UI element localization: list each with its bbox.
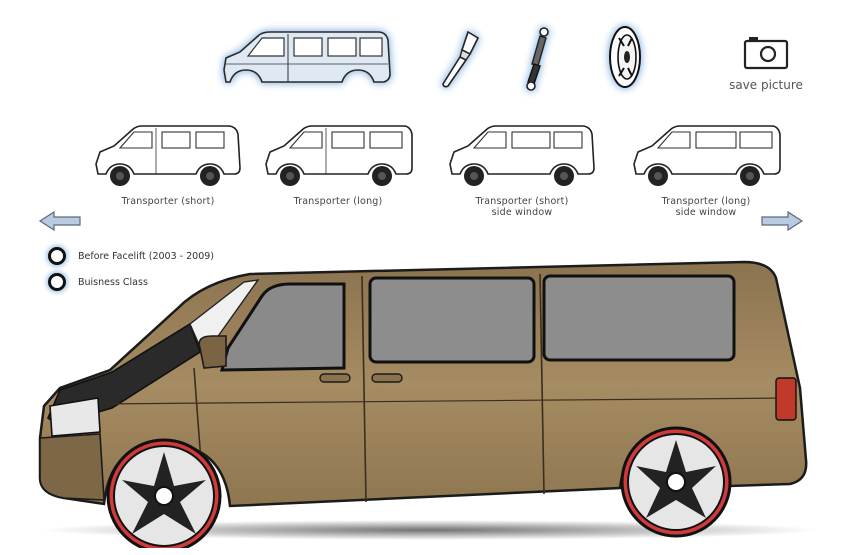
van-preview: [38, 260, 820, 548]
van-thumbnail-icon: [633, 125, 781, 186]
middle-window: [368, 276, 536, 364]
wheel-icon: [609, 26, 641, 88]
arrow-left-icon: [38, 210, 81, 232]
suspension-tool[interactable]: [524, 26, 552, 92]
door-handle-slide: [371, 373, 403, 383]
ground-shadow: [40, 520, 820, 540]
camera-icon: [743, 37, 789, 70]
model-transporter-long-side-window[interactable]: Transporter (long)side window: [626, 120, 786, 230]
door-line-rear: [539, 273, 545, 495]
headlight: [49, 397, 101, 437]
radio-icon: [48, 273, 66, 291]
rear-window: [542, 274, 736, 362]
door-handle-front: [319, 373, 351, 383]
side-mirror: [198, 335, 227, 369]
door-line-middle: [361, 275, 367, 503]
arrow-right-icon: [761, 210, 804, 232]
model-caption: Transporter (short): [121, 196, 215, 207]
save-picture-label: save picture: [729, 78, 803, 92]
model-transporter-short[interactable]: Transporter (short): [88, 120, 248, 230]
next-model-arrow[interactable]: [760, 210, 804, 232]
model-caption: Transporter (long): [293, 196, 383, 207]
front-window: [220, 282, 346, 372]
radio-icon: [48, 247, 66, 265]
prev-model-arrow[interactable]: [38, 210, 82, 232]
option-before-facelift[interactable]: Before Facelift (2003 - 2009): [48, 247, 214, 265]
tail-light: [775, 377, 797, 421]
model-transporter-short-side-window[interactable]: Transporter (short)side window: [442, 120, 602, 230]
van-thumbnail-icon: [265, 125, 413, 186]
shock-absorber-icon: [526, 27, 549, 91]
body-tool[interactable]: [218, 26, 394, 92]
option-label: Before Facelift (2003 - 2009): [78, 250, 214, 262]
option-label: Buisness Class: [78, 276, 148, 288]
van-thumbnail-icon: [95, 125, 241, 186]
van-thumbnail-icon: [449, 125, 595, 186]
rear-wheel: [620, 426, 732, 538]
paintbrush-icon: [442, 30, 480, 88]
option-business-class[interactable]: Buisness Class: [48, 273, 148, 291]
front-wheel: [106, 438, 222, 548]
wheel-tool[interactable]: [606, 24, 644, 90]
waist-line: [99, 397, 791, 405]
front-bumper: [39, 433, 105, 501]
model-caption: Transporter (long)side window: [661, 196, 751, 218]
model-transporter-long[interactable]: Transporter (long): [258, 120, 418, 230]
van-body-icon: [223, 31, 391, 83]
model-caption: Transporter (short)side window: [475, 196, 569, 218]
save-picture-button[interactable]: save picture: [726, 34, 806, 96]
paint-tool[interactable]: [436, 28, 484, 90]
